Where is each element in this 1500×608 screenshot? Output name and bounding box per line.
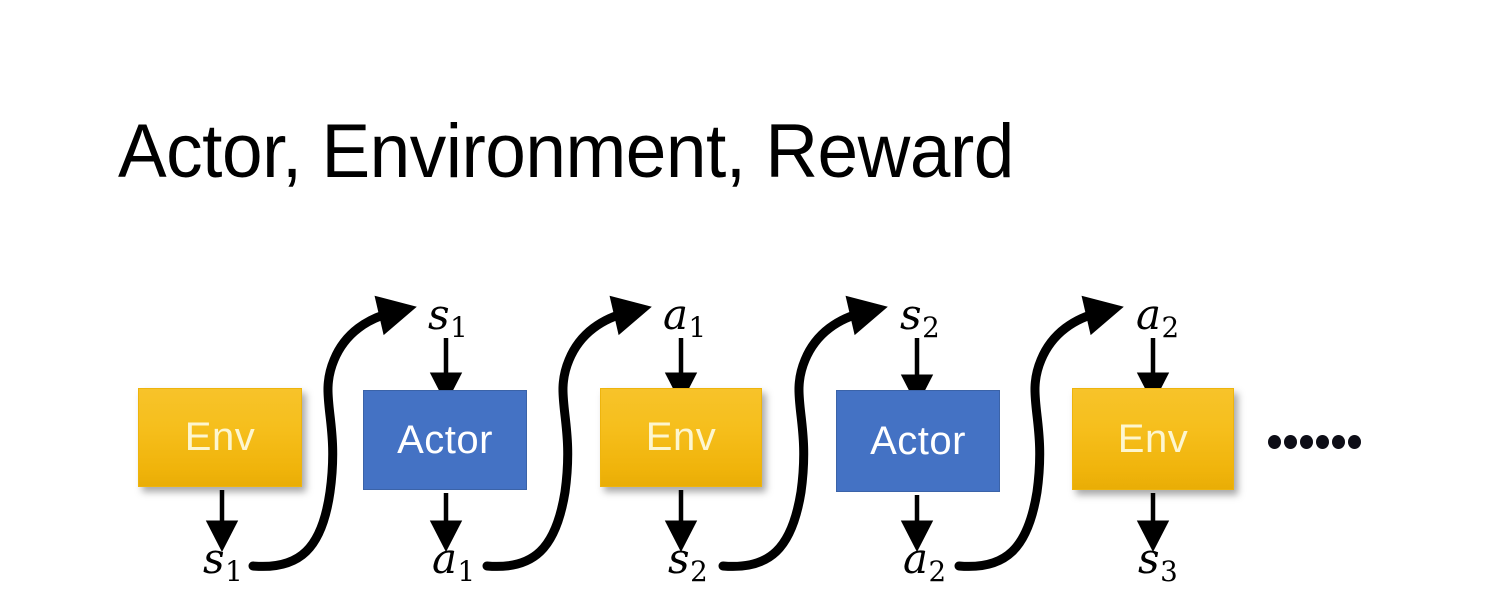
node-label: Env [645,415,717,459]
ellipsis-dots [1268,435,1361,449]
node-label: Env [1117,416,1189,461]
node-env1: Env [138,388,302,487]
math-subscript: 2 [690,555,708,589]
math-label-top-a2: a2 [1136,294,1179,342]
page-title: Actor, Environment, Reward [118,109,1014,194]
math-base: s [203,534,225,583]
math-label-bot-s1: s1 [203,538,243,586]
ellipsis-dot [1332,435,1345,449]
math-base: a [432,534,458,583]
math-subscript: 1 [688,311,707,345]
node-env3: Env [1072,388,1234,490]
math-subscript: 2 [1161,311,1180,345]
math-label-bot-a2: a2 [903,538,946,586]
node-label: Actor [870,418,966,463]
math-subscript: 2 [928,555,947,589]
math-subscript: 1 [225,555,243,589]
math-label-bot-a1: a1 [432,538,475,586]
ellipsis-dot [1316,435,1329,449]
node-env2: Env [600,388,762,487]
node-label: Env [184,415,256,459]
ellipsis-dot [1284,435,1297,449]
math-subscript: 2 [922,311,940,345]
node-label: Actor [397,417,493,462]
math-subscript: 3 [1160,555,1178,589]
math-base: a [903,534,929,583]
math-subscript: 1 [457,555,476,589]
math-subscript: 1 [450,311,468,345]
math-base: a [1136,290,1162,339]
math-label-top-s1: s1 [428,294,468,342]
math-base: s [900,290,922,339]
math-base: a [663,290,689,339]
ellipsis-dot [1300,435,1313,449]
math-base: s [428,290,450,339]
math-label-top-s2: s2 [900,294,940,342]
math-base: s [1138,534,1160,583]
node-actor1: Actor [363,390,527,490]
math-label-bot-s3: s3 [1138,538,1178,586]
math-label-top-a1: a1 [663,294,706,342]
ellipsis-dot [1268,435,1281,449]
math-label-bot-s2: s2 [668,538,708,586]
math-base: s [668,534,690,583]
node-actor2: Actor [836,390,1000,492]
ellipsis-dot [1348,435,1361,449]
